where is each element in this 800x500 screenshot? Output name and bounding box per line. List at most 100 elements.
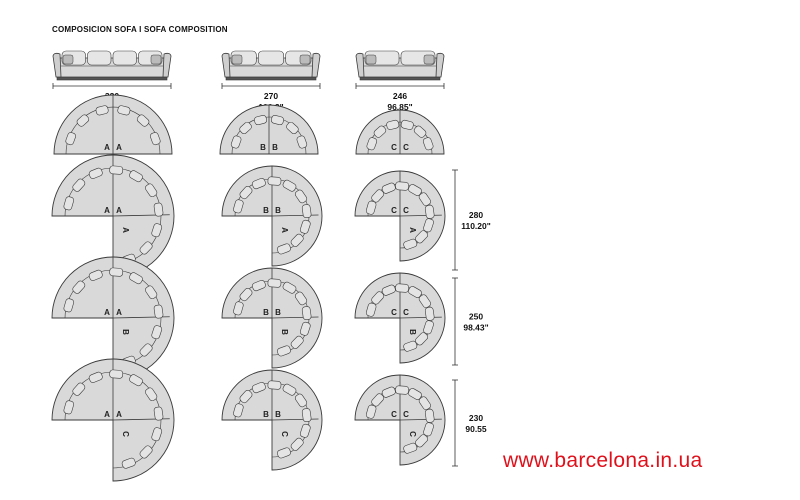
module-letter: A (116, 143, 122, 152)
seat-cushion (371, 393, 385, 407)
seat-cushion (415, 230, 429, 244)
seat-cushion (277, 447, 291, 459)
corner-module-letter: C (280, 431, 289, 437)
seat-cushion (233, 301, 244, 316)
seat-cushion (290, 437, 304, 451)
seat-cushion (251, 280, 266, 292)
width-cm: 246 (393, 91, 407, 101)
seat-cushion (95, 105, 109, 116)
sofa-arm (355, 52, 365, 78)
throw-pillow (231, 54, 243, 65)
depth-cm: 250 (469, 312, 483, 322)
seat-cushion (251, 178, 266, 190)
seat-cushion (139, 343, 153, 357)
seat-cushion (299, 423, 311, 438)
corner-module-letter: A (280, 227, 289, 233)
module-letter: A (116, 410, 122, 419)
seat-cushion (153, 304, 164, 319)
seat-cushion (403, 340, 418, 352)
back-cushion (87, 50, 112, 66)
seat-cushion (282, 281, 297, 294)
seat-cushion (109, 369, 124, 379)
seat-cushion (408, 184, 422, 196)
module-letter: A (116, 308, 122, 317)
module-letter: B (263, 410, 269, 419)
seat-cushion (418, 192, 431, 206)
seat-cushion (365, 404, 377, 419)
seat-cushion (290, 233, 304, 247)
seat-cushion (413, 125, 427, 138)
seat-cushion (408, 388, 422, 400)
seat-cushion (373, 125, 387, 138)
seat-cushion (88, 167, 103, 179)
seat-cushion (151, 223, 163, 238)
corner-module-letter: C (121, 431, 130, 437)
module-letter: C (391, 308, 397, 317)
sofa-arm (221, 52, 231, 78)
seat-cushion (150, 132, 161, 146)
width-inch: 96.85" (387, 102, 412, 112)
depth-cm: 230 (469, 413, 483, 423)
module-letter: B (260, 143, 266, 152)
seat-cushion (415, 332, 429, 346)
depth-inch: 90.55 (465, 424, 487, 434)
seat-cushion (415, 434, 429, 448)
module-letter: B (275, 410, 281, 419)
seat-cushion (254, 115, 267, 126)
seat-cushion (267, 176, 282, 186)
seat-cushion (271, 115, 284, 126)
corner-module-letter: B (280, 329, 289, 335)
corner-module-letter: B (121, 329, 130, 335)
seat-cushion (299, 219, 311, 234)
seat-cushion (294, 291, 308, 306)
seat-cushion (109, 165, 124, 175)
seat-cushion (400, 119, 414, 130)
module-letter: B (275, 206, 281, 215)
seat-cushion (233, 199, 244, 214)
seat-cushion (277, 345, 291, 357)
module-letter: C (391, 410, 397, 419)
seat-cushion (403, 238, 418, 250)
throw-pillow (150, 54, 162, 65)
seat-cushion (299, 321, 311, 336)
seat-cushion (136, 114, 150, 127)
throw-pillow (62, 54, 74, 65)
module-letter: C (403, 206, 409, 215)
seat-cushion (296, 135, 308, 149)
seat-cushion (418, 396, 431, 410)
sofa-front-view: 330129.9" (52, 50, 172, 112)
seat-cushion (381, 284, 396, 296)
seat-cushion (365, 302, 377, 317)
throw-pillow (423, 54, 435, 65)
website-link[interactable]: www.barcelona.in.ua (503, 449, 703, 472)
depth-cm: 280 (469, 210, 483, 220)
seat-cushion (424, 408, 435, 423)
seat-cushion (286, 121, 299, 135)
sofa-arm (162, 52, 172, 78)
seat-cushion (63, 196, 75, 211)
seat-cushion (239, 186, 253, 200)
module-letter: B (263, 206, 269, 215)
module-letter: A (104, 308, 110, 317)
seat-cushion (282, 383, 297, 396)
seat-cushion (129, 374, 143, 387)
seat-cushion (88, 269, 103, 281)
sofa-front-view: 270106.3" (221, 50, 321, 112)
throw-pillow (299, 54, 311, 65)
seat-cushion (139, 445, 153, 459)
seat-cushion (386, 119, 400, 130)
module-joint (399, 214, 442, 217)
seat-cushion (109, 267, 124, 277)
seat-cushion (301, 306, 312, 321)
seat-cushion (395, 283, 409, 293)
seat-cushion (294, 393, 308, 408)
